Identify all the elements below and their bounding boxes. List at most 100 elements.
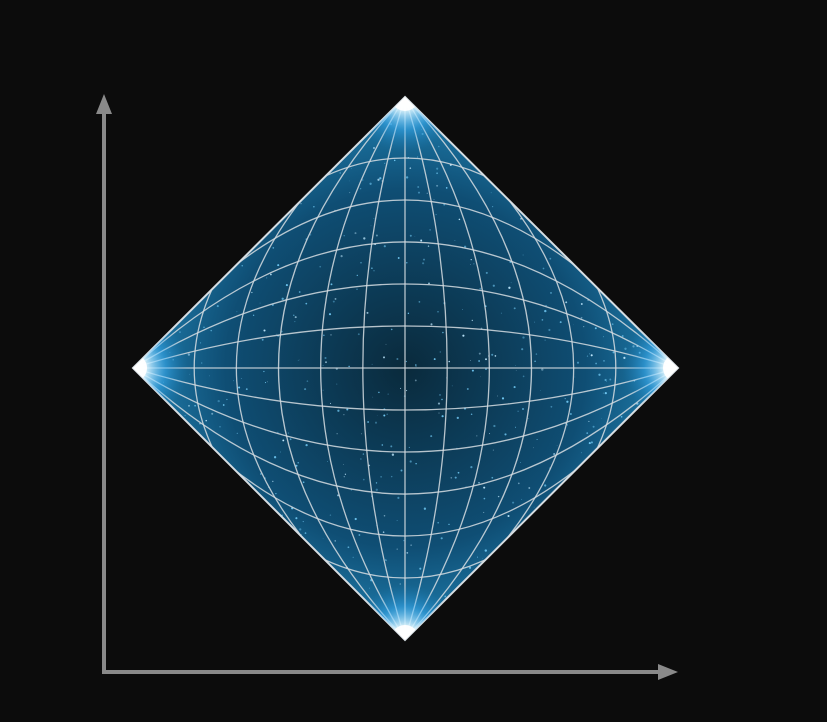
star [372,396,374,398]
star [217,399,220,403]
star [339,172,341,174]
star [337,409,340,412]
star [493,424,496,428]
star [497,495,500,498]
star [484,549,487,552]
star [184,414,186,417]
star [245,388,248,390]
star [515,426,516,428]
star [360,261,362,264]
star [205,419,207,422]
star [500,312,502,314]
star [533,447,534,449]
star [566,424,568,426]
star [325,361,327,364]
star [275,492,277,495]
star [437,521,440,524]
star [595,362,597,365]
star [478,360,480,362]
star [369,587,370,589]
star [236,432,238,435]
star [477,556,478,558]
star [485,368,487,370]
star [302,481,305,484]
star [219,426,221,428]
star [580,303,583,305]
star [354,232,357,235]
star [294,321,296,323]
star [375,488,378,491]
star [497,395,498,397]
star [470,466,473,469]
star [383,356,385,359]
star [328,313,332,316]
star [264,382,267,384]
star [483,497,486,500]
star [586,355,589,357]
star [343,476,345,478]
star [348,365,350,368]
star [383,514,386,517]
star [468,566,472,569]
star [520,462,522,464]
star [576,361,580,364]
star [266,277,268,279]
star [602,392,604,394]
top-corner-glow [350,97,460,152]
star [565,301,568,304]
star [438,145,440,148]
star [494,355,497,357]
star [336,383,338,385]
star [573,324,574,326]
star [492,284,495,287]
star [479,287,482,290]
star [590,441,593,444]
star [609,378,612,381]
star [574,376,576,378]
star [322,389,324,391]
star [534,360,536,362]
star [408,446,410,448]
star [372,146,376,150]
star [598,373,601,376]
star [542,267,545,270]
star [544,484,547,487]
star [438,412,440,414]
star [380,476,382,478]
star [476,435,478,437]
star [211,412,214,415]
star [604,391,607,395]
star [313,206,315,208]
star [501,397,505,400]
star [620,415,623,418]
worldline [404,97,490,640]
diamond [131,95,680,642]
star [294,265,296,267]
star [522,254,524,256]
star [458,218,461,221]
star [276,333,278,335]
star [383,245,386,248]
star [323,334,325,336]
star [336,433,338,435]
star [422,262,425,265]
star [450,476,453,479]
star [462,334,465,337]
star [549,257,552,260]
star [396,548,398,550]
star [407,312,410,315]
star [277,431,279,434]
star [406,552,409,554]
star [285,284,288,287]
star [541,368,544,371]
star [440,537,443,540]
star [324,356,327,360]
star [396,358,399,360]
star [515,370,517,371]
star [564,397,566,400]
star [393,159,396,162]
star [305,443,308,447]
star [419,567,422,570]
star [400,387,402,389]
